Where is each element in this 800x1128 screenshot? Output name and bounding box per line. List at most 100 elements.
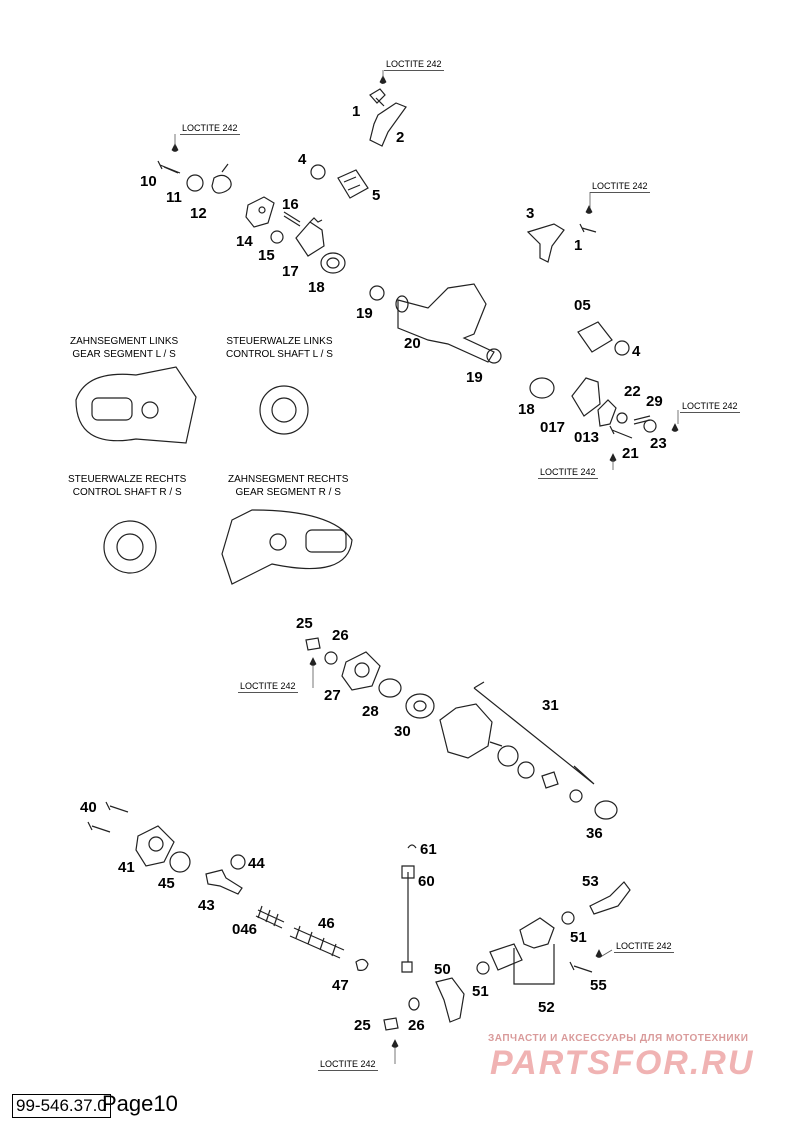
clip-61 — [407, 844, 417, 849]
bush-18-right — [529, 377, 555, 399]
label-26-bottom: 26 — [408, 1017, 425, 1034]
caption-gear-segment-right-de: ZAHNSEGMENT RECHTS — [228, 474, 349, 485]
bush-31 — [541, 771, 559, 789]
caption-gear-segment-right-en: GEAR SEGMENT R / S — [235, 487, 341, 498]
label-2: 2 — [396, 129, 405, 146]
bearing-41 — [135, 825, 175, 867]
label-30: 30 — [394, 723, 411, 740]
caption-gear-segment-right: ZAHNSEGMENT RECHTS GEAR SEGMENT R / S — [228, 473, 348, 499]
label-31: 31 — [542, 697, 559, 714]
control-shaft-left-sketch — [259, 385, 309, 435]
o-ring-44 — [230, 854, 246, 870]
sleeve-5 — [337, 169, 369, 199]
bolt-40b — [87, 821, 111, 833]
watermark-brand: PARTSFOR.RU — [490, 1044, 755, 1082]
label-1-right: 1 — [574, 237, 583, 254]
document-code: 99-546.37.0 — [12, 1094, 111, 1118]
loctite-callout-7: LOCTITE 242 — [614, 941, 674, 953]
label-21: 21 — [622, 445, 639, 462]
bearing-30 — [405, 693, 435, 719]
label-23: 23 — [650, 435, 667, 452]
ring-31 — [569, 789, 583, 803]
nut-11 — [186, 174, 204, 192]
label-05: 05 — [574, 297, 591, 314]
caption-control-shaft-right-de: STEUERWALZE RECHTS — [68, 474, 187, 485]
drop-1 — [379, 75, 387, 84]
o-ring-4-right — [614, 340, 630, 356]
washer-31b — [517, 761, 535, 779]
caption-gear-segment-left-en: GEAR SEGMENT L / S — [72, 349, 176, 360]
loctite-callout-6: LOCTITE 242 — [238, 681, 298, 693]
label-43: 43 — [198, 897, 215, 914]
gear-segment-17 — [295, 217, 325, 257]
screw-1-top — [369, 88, 386, 107]
screw-21 — [609, 425, 633, 439]
bush-36 — [594, 800, 618, 820]
label-28: 28 — [362, 703, 379, 720]
label-18-top: 18 — [308, 279, 325, 296]
caption-control-shaft-right: STEUERWALZE RECHTS CONTROL SHAFT R / S — [68, 473, 186, 499]
washer-22 — [616, 412, 628, 424]
label-19-left: 19 — [356, 305, 373, 322]
arm-50 — [435, 977, 465, 1023]
label-17: 17 — [282, 263, 299, 280]
label-18-right: 18 — [518, 401, 535, 418]
label-47: 47 — [332, 977, 349, 994]
drop-7 — [595, 949, 603, 958]
drop-4 — [671, 423, 679, 432]
bolt-25-top — [305, 637, 321, 651]
shift-shaft-20 — [397, 283, 495, 363]
spring-12 — [211, 163, 232, 194]
rod-60 — [401, 865, 415, 973]
caption-control-shaft-right-en: CONTROL SHAFT R / S — [72, 487, 182, 498]
gear-segment-right-sketch — [221, 509, 353, 585]
label-60: 60 — [418, 873, 435, 890]
drop-8 — [391, 1039, 399, 1048]
o-ring-19-right — [486, 348, 502, 364]
label-22: 22 — [624, 383, 641, 400]
lever-53 — [589, 881, 631, 915]
label-26-top: 26 — [332, 627, 349, 644]
label-46: 46 — [318, 915, 335, 932]
label-15: 15 — [258, 247, 275, 264]
drop-6 — [309, 657, 317, 666]
loctite-callout-4: LOCTITE 242 — [680, 401, 740, 413]
caption-control-shaft-left-de: STEUERWALZE LINKS — [226, 336, 333, 347]
caption-gear-segment-left: ZAHNSEGMENT LINKS GEAR SEGMENT L / S — [70, 335, 178, 361]
o-ring-45 — [169, 851, 191, 873]
sleeve-52 — [489, 943, 523, 971]
label-45: 45 — [158, 875, 175, 892]
shaft-43 — [205, 869, 243, 895]
o-ring-4-top — [310, 164, 326, 180]
ring-51-left — [476, 961, 490, 975]
bolt-25-bottom — [383, 1017, 399, 1031]
label-046: 046 — [232, 921, 258, 938]
bolt-10 — [157, 160, 181, 174]
lever-14 — [245, 196, 275, 228]
washer-15 — [270, 230, 284, 244]
label-11: 11 — [166, 189, 182, 206]
label-40: 40 — [80, 799, 97, 816]
ring-51-right — [561, 911, 575, 925]
label-61: 61 — [420, 841, 437, 858]
label-017: 017 — [540, 419, 566, 436]
label-14: 14 — [236, 233, 253, 250]
watermark-tagline: ЗАПЧАСТИ И АКСЕССУАРЫ ДЛЯ МОТОТЕХНИКИ — [488, 1033, 749, 1044]
drop-3 — [585, 205, 593, 214]
label-16: 16 — [282, 196, 299, 213]
label-12: 12 — [190, 205, 207, 222]
drop-2 — [171, 143, 179, 152]
label-51-left: 51 — [472, 983, 489, 1000]
label-10: 10 — [140, 173, 157, 190]
clip-47 — [355, 958, 369, 971]
screw-1-right — [579, 223, 597, 233]
loctite-callout-1: LOCTITE 242 — [384, 59, 444, 71]
screw-55 — [569, 961, 593, 973]
nut-23 — [643, 419, 657, 433]
label-20: 20 — [404, 335, 421, 352]
pin-16 — [283, 211, 301, 227]
label-3: 3 — [526, 205, 535, 222]
loctite-callout-8: LOCTITE 242 — [318, 1059, 378, 1071]
label-41: 41 — [118, 859, 135, 876]
